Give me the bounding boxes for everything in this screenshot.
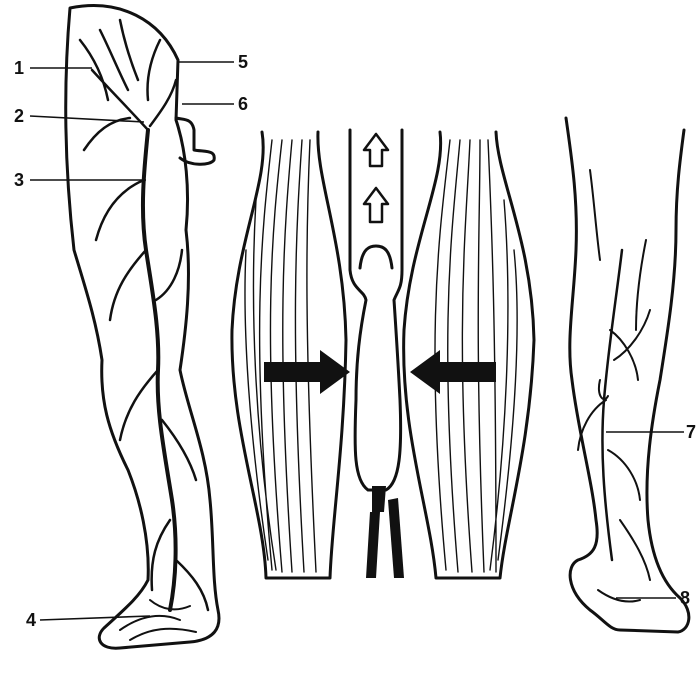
muscle-pump — [232, 130, 534, 578]
right-muscle-fibers — [435, 140, 517, 572]
label-1: 1 — [14, 58, 24, 78]
upflow-arrow-1 — [364, 134, 388, 166]
upflow-arrow-2 — [364, 188, 388, 222]
upper-valve — [360, 246, 392, 268]
lower-valve-right — [388, 498, 404, 578]
left-leg — [66, 6, 219, 649]
right-leg-outline — [566, 118, 689, 632]
label-2: 2 — [14, 106, 24, 126]
left-leg-outline — [66, 6, 219, 649]
label-3: 3 — [14, 170, 24, 190]
right-muscle — [404, 132, 534, 578]
vein-tube — [350, 130, 402, 490]
label-5: 5 — [238, 52, 248, 72]
leader-lines — [30, 62, 684, 620]
small-saphenous-vein — [602, 250, 622, 560]
right-vein-branches — [578, 170, 650, 602]
right-leg — [566, 118, 689, 632]
left-foot-veins — [120, 600, 196, 640]
label-7: 7 — [686, 422, 696, 442]
label-6: 6 — [238, 94, 248, 114]
lower-valve-left — [366, 486, 386, 578]
leader-4 — [40, 616, 150, 620]
left-squeeze-arrow — [264, 350, 350, 394]
right-squeeze-arrow — [410, 350, 496, 394]
label-4: 4 — [26, 610, 36, 630]
label-8: 8 — [680, 588, 690, 608]
